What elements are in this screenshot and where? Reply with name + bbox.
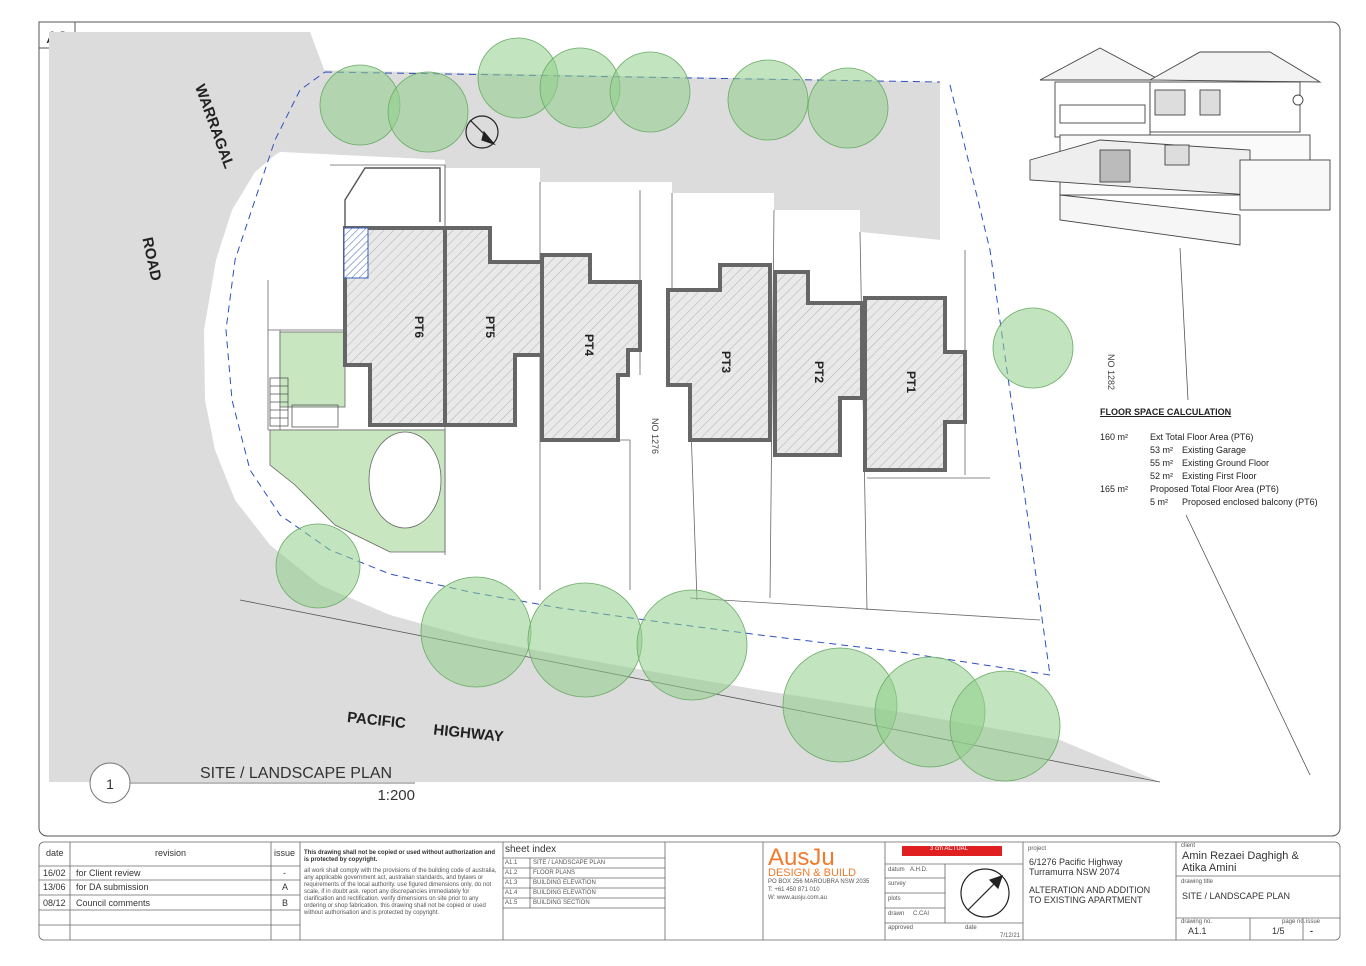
plots-label: plots: [888, 896, 901, 902]
drawing-title: SITE / LANDSCAPE PLAN: [200, 765, 392, 782]
drawing-scale: 1:200: [377, 787, 415, 804]
revision-header-issue: issue: [274, 848, 296, 858]
unit-label-pt1: PT1: [904, 371, 918, 393]
date-label: date: [965, 925, 977, 931]
sheet-index-no: A1.5: [505, 900, 518, 906]
date-value: 7/12/21: [1000, 933, 1021, 939]
revision-header-revision: revision: [155, 848, 187, 858]
company-web: W: www.ausju.com.au: [768, 895, 827, 901]
axonometric-view: [1029, 47, 1331, 246]
revision-header-date: date: [46, 848, 64, 858]
neighbour-no-1276: NO 1276: [650, 418, 660, 454]
project-address-2: Turramurra NSW 2074: [1029, 867, 1120, 877]
leader-line-2: [1185, 514, 1311, 776]
sheet-index-name: BUILDING ELEVATION: [533, 890, 596, 896]
datum-label: datum: [888, 867, 905, 873]
title-block: [38, 841, 1341, 941]
balcony-pt6: [343, 227, 369, 279]
revision-text: for Client review: [76, 868, 141, 878]
revision-date: 13/06: [43, 882, 66, 892]
revision-date: 08/12: [43, 898, 66, 908]
road-label-pacific: PACIFIC: [346, 709, 407, 732]
garden-turn-circle: [368, 431, 442, 529]
sheet-index-name: FLOOR PLANS: [533, 870, 576, 876]
sheet-index-name: BUILDING ELEVATION: [533, 880, 596, 886]
copyright-heading: This drawing shall not be copied or used…: [304, 850, 496, 863]
scale-bar-label: 3 cm ACTUAL: [930, 846, 969, 852]
garden-green-small: [279, 331, 346, 408]
client-name-2: Atika Amini: [1182, 862, 1237, 874]
project-label: project: [1028, 846, 1047, 852]
floor-space-heading: FLOOR SPACE CALCULATION: [1100, 407, 1232, 417]
sheet-index-no: A1.3: [505, 880, 518, 886]
client-name-1: Amin Rezaei Daghigh &: [1182, 850, 1299, 862]
company-phone: T: +61 450 871 010: [768, 887, 820, 893]
leader-line: [1179, 247, 1189, 401]
unit-pt2: [773, 270, 864, 457]
title-north-arrow: [960, 868, 1010, 918]
unit-label-pt3: PT3: [719, 351, 733, 373]
unit-label-pt5: PT5: [483, 316, 497, 338]
datum-value: A.H.D.: [910, 867, 928, 873]
project-description-1: ALTERATION AND ADDITION: [1029, 885, 1151, 895]
trees: [275, 37, 1074, 782]
company-address: PO BOX 256 MAROUBRA NSW 2035: [768, 879, 870, 885]
revision-text: Council comments: [76, 898, 151, 908]
unit-pt3: [666, 263, 772, 442]
survey-label: survey: [888, 881, 906, 887]
unit-label-pt6: PT6: [412, 316, 426, 338]
company-tagline: DESIGN & BUILD: [768, 867, 856, 879]
drawn-value: C.CAI: [913, 911, 930, 917]
revision-issue: -: [283, 868, 286, 878]
issue-label: issue: [1306, 919, 1321, 925]
project-description-2: TO EXISTING APARTMENT: [1029, 895, 1143, 905]
drawing-title-label: drawing title: [1181, 879, 1214, 885]
drawing-number: 1: [106, 776, 114, 792]
unit-pt1: [863, 296, 967, 472]
issue-value: -: [1310, 926, 1313, 936]
neighbour-no-1282: NO 1282: [1106, 354, 1116, 390]
drawing-no-label: drawing no.: [1181, 919, 1213, 925]
stairs: [269, 377, 339, 428]
page-no-label: page no.: [1282, 919, 1306, 925]
revision-date: 16/02: [43, 868, 66, 878]
sheet-index-no: A1.2: [505, 870, 518, 876]
revision-issue: B: [282, 898, 289, 908]
project-address-1: 6/1276 Pacific Highway: [1029, 857, 1123, 867]
copyright-body: all work shall comply with the provision…: [304, 868, 497, 916]
sheet-index-heading: sheet index: [505, 844, 557, 855]
existing-garage-outline: [344, 167, 441, 228]
drawn-label: drawn: [888, 911, 905, 917]
revision-issue: A: [282, 882, 289, 892]
unit-label-pt4: PT4: [582, 334, 596, 356]
sheet-index-name: SITE / LANDSCAPE PLAN: [533, 860, 606, 866]
approved-label: approved: [888, 925, 914, 931]
unit-pt4: [540, 253, 642, 442]
client-label: client: [1181, 843, 1196, 849]
revision-text: for DA submission: [76, 882, 149, 892]
company-logo: AusJu: [768, 844, 835, 871]
sheet-index-name: BUILDING SECTION: [533, 900, 590, 906]
sheet-index-no: A1.4: [505, 890, 518, 896]
drawing-no-value: A1.1: [1188, 926, 1207, 936]
north-arrow-site: [465, 115, 499, 149]
sheet-index-no: A1.1: [505, 860, 518, 866]
building-units: [343, 226, 967, 472]
unit-label-pt2: PT2: [812, 361, 826, 383]
scale-bar: [902, 846, 1002, 856]
page-no-value: 1/5: [1272, 926, 1285, 936]
drawing-title-value: SITE / LANDSCAPE PLAN: [1182, 891, 1291, 901]
